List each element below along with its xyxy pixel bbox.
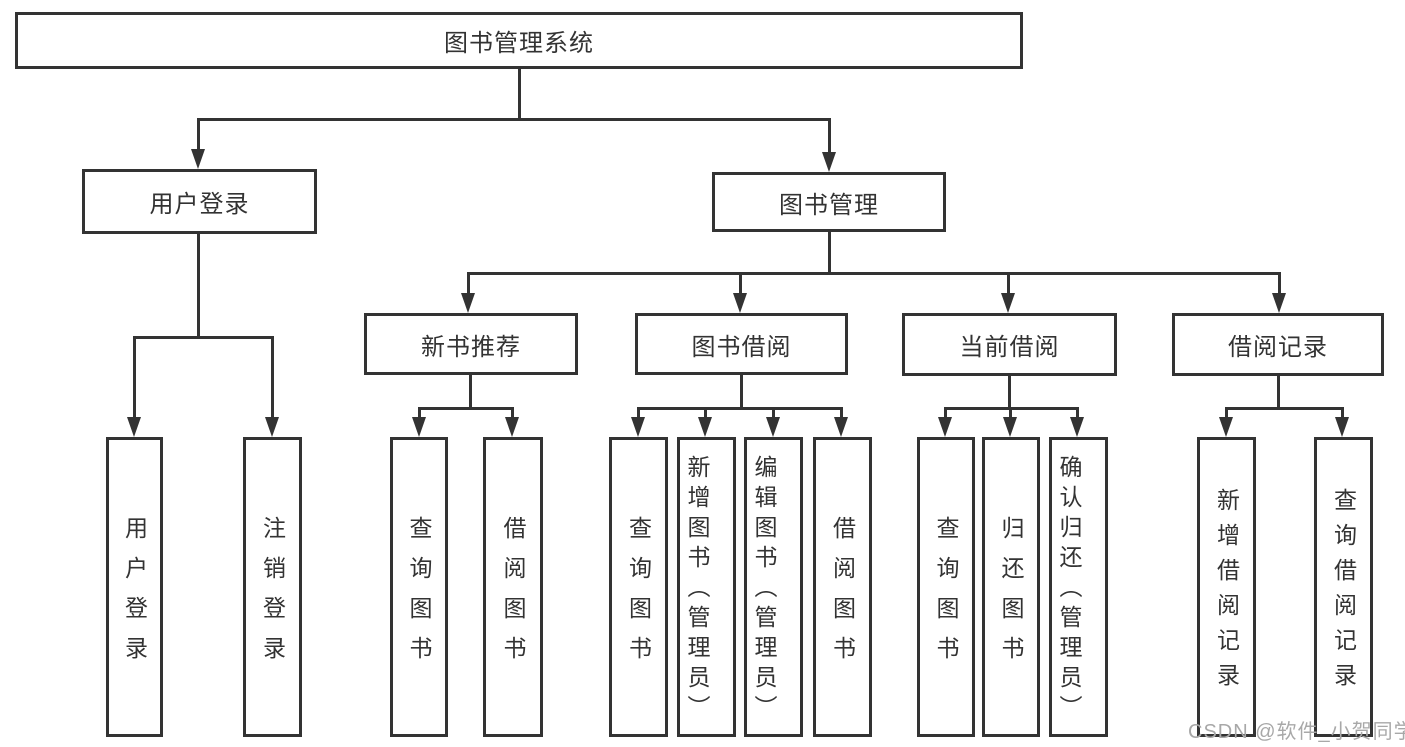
connector-stem-user-login xyxy=(197,118,200,152)
connector-borrow-vline xyxy=(740,375,743,407)
arrow-down-icon xyxy=(1001,293,1015,313)
connector-stem xyxy=(840,407,843,421)
leaf-query-books-current: 查询图书 xyxy=(917,437,975,737)
leaf-logout: 注销登录 xyxy=(243,437,302,737)
connector-mgmt-vline xyxy=(828,232,831,272)
arrow-down-icon xyxy=(1272,293,1286,313)
connector-login-hline xyxy=(133,336,274,339)
arrow-down-icon xyxy=(1070,417,1084,437)
node-current-borrow: 当前借阅 xyxy=(902,313,1117,376)
arrow-down-icon xyxy=(127,417,141,437)
arrow-down-icon xyxy=(412,417,426,437)
node-borrow-records-label: 借阅记录 xyxy=(1228,334,1328,361)
connector-stem xyxy=(772,407,775,421)
connector-stem xyxy=(511,407,514,421)
connector-stem xyxy=(944,407,947,421)
node-book-management-label: 图书管理 xyxy=(779,191,879,219)
leaf-add-borrow-record-label: 新增借阅记录 xyxy=(1213,488,1240,698)
leaf-query-books-borrow-label: 查询图书 xyxy=(625,515,652,676)
arrow-down-icon xyxy=(1335,417,1349,437)
arrow-down-icon xyxy=(631,417,645,437)
arrow-down-icon xyxy=(822,152,836,172)
connector-borrow-hline xyxy=(637,407,843,410)
node-current-borrow-label: 当前借阅 xyxy=(959,334,1060,361)
connector-stem xyxy=(271,336,274,420)
leaf-query-books-recommend-label: 查询图书 xyxy=(406,515,432,676)
connector-recommend-vline xyxy=(469,375,472,407)
connector-stem xyxy=(739,272,742,296)
arrow-down-icon xyxy=(1003,417,1017,437)
leaf-logout-label: 注销登录 xyxy=(259,515,286,676)
node-user-login: 用户登录 xyxy=(82,169,317,234)
arrow-down-icon xyxy=(265,417,279,437)
leaf-query-borrow-record-label: 查询借阅记录 xyxy=(1330,488,1357,698)
connector-stem xyxy=(1009,407,1012,421)
arrow-down-icon xyxy=(1219,417,1233,437)
connector-stem xyxy=(133,336,136,420)
leaf-return-books-label: 归还图书 xyxy=(998,515,1024,676)
leaf-confirm-return-admin: 确认归还（管理员） xyxy=(1049,437,1108,737)
leaf-add-books-admin-label: 新增图书（管理员） xyxy=(684,454,710,725)
connector-root-hline xyxy=(197,118,831,121)
connector-stem xyxy=(1278,272,1281,296)
connector-records-hline xyxy=(1225,407,1344,410)
node-book-borrow-label: 图书借阅 xyxy=(691,333,792,361)
connector-stem xyxy=(1341,407,1344,421)
connector-stem xyxy=(1225,407,1228,421)
arrow-down-icon xyxy=(766,417,780,437)
connector-stem xyxy=(467,272,470,296)
connector-current-vline xyxy=(1008,376,1011,407)
leaf-query-borrow-record: 查询借阅记录 xyxy=(1314,437,1373,737)
node-new-book-recommend: 新书推荐 xyxy=(364,313,578,375)
leaf-borrow-books: 借阅图书 xyxy=(813,437,872,737)
node-borrow-records: 借阅记录 xyxy=(1172,313,1384,376)
leaf-edit-books-admin: 编辑图书（管理员） xyxy=(744,437,803,737)
leaf-add-borrow-record: 新增借阅记录 xyxy=(1197,437,1256,737)
connector-stem-book-mgmt xyxy=(828,118,831,154)
connector-stem xyxy=(637,407,640,421)
arrow-down-icon xyxy=(698,417,712,437)
node-book-management: 图书管理 xyxy=(712,172,946,232)
arrow-down-icon xyxy=(938,417,952,437)
leaf-add-books-admin: 新增图书（管理员） xyxy=(677,437,736,737)
connector-login-vline xyxy=(197,234,200,336)
leaf-confirm-return-admin-label: 确认归还（管理员） xyxy=(1056,454,1082,725)
leaf-edit-books-admin-label: 编辑图书（管理员） xyxy=(751,454,777,725)
connector-records-vline xyxy=(1277,376,1280,407)
node-book-borrow: 图书借阅 xyxy=(635,313,848,375)
leaf-query-books-current-label: 查询图书 xyxy=(933,515,959,676)
connector-recommend-hline xyxy=(418,407,514,410)
leaf-borrow-books-recommend: 借阅图书 xyxy=(483,437,543,737)
csdn-watermark: CSDN @软件_小贺同学 xyxy=(1188,721,1405,743)
connector-stem xyxy=(418,407,421,421)
leaf-user-login: 用户登录 xyxy=(106,437,163,737)
arrow-down-icon xyxy=(505,417,519,437)
node-root-label: 图书管理系统 xyxy=(444,30,594,57)
leaf-user-login-label: 用户登录 xyxy=(121,515,148,676)
leaf-query-books-borrow: 查询图书 xyxy=(609,437,668,737)
connector-stem xyxy=(1007,272,1010,296)
arrow-down-icon xyxy=(461,293,475,313)
node-new-book-recommend-label: 新书推荐 xyxy=(421,333,521,361)
leaf-return-books: 归还图书 xyxy=(982,437,1040,737)
connector-mgmt-hline xyxy=(467,272,1281,275)
connector-stem xyxy=(704,407,707,421)
node-user-login-label: 用户登录 xyxy=(149,191,250,218)
node-root: 图书管理系统 xyxy=(15,12,1023,69)
arrow-down-icon xyxy=(191,149,205,169)
arrow-down-icon xyxy=(834,417,848,437)
leaf-borrow-books-recommend-label: 借阅图书 xyxy=(500,515,526,676)
leaf-borrow-books-label: 借阅图书 xyxy=(829,515,856,676)
arrow-down-icon xyxy=(733,293,747,313)
connector-stem xyxy=(1076,407,1079,421)
leaf-query-books-recommend: 查询图书 xyxy=(390,437,448,737)
connector-root-vline xyxy=(518,69,521,118)
